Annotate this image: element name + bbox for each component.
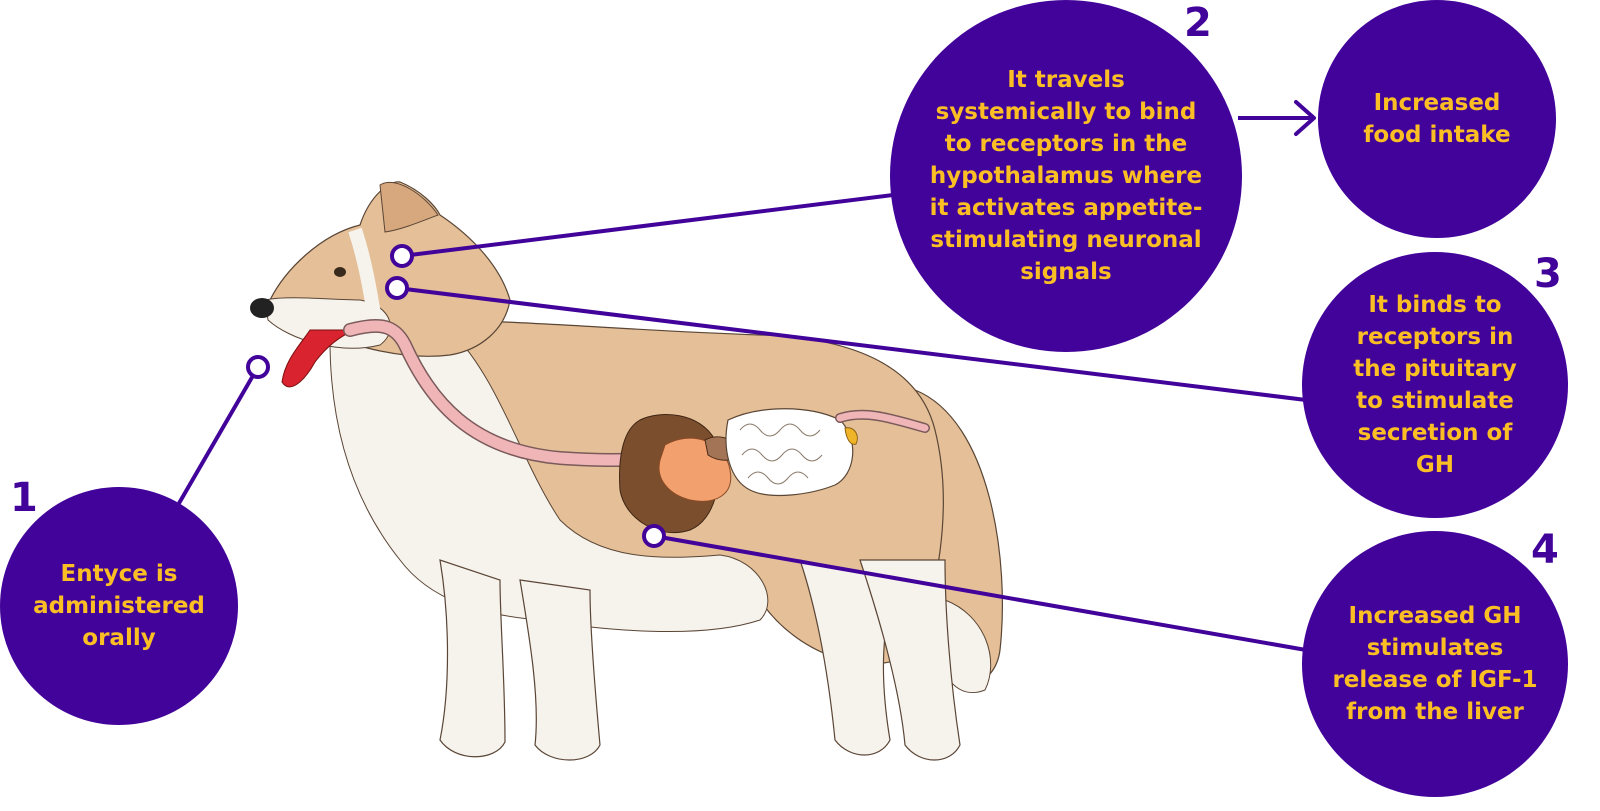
outcome-bubble: Increased food intake [1318, 0, 1556, 238]
step-3-number: 3 [1534, 251, 1562, 297]
step-1-number: 1 [10, 475, 38, 521]
step-4-bubble: Increased GH stimulates release of IGF-1… [1302, 531, 1568, 797]
step-2-number: 2 [1184, 0, 1212, 46]
step-3-text: It binds to receptors in the pituitary t… [1353, 292, 1517, 478]
connector-4 [653, 534, 1307, 652]
connector-3 [396, 286, 1307, 402]
step-1-bubble: Entyce is administered orally [0, 487, 238, 725]
step-4-number: 4 [1531, 527, 1559, 573]
marker-ring-icon [390, 244, 414, 268]
step-3-bubble: It binds to receptors in the pituitary t… [1302, 252, 1568, 518]
step-2-bubble: It travels systemically to bind to recep… [890, 0, 1242, 352]
marker-ring-icon [385, 276, 409, 300]
connector-1 [176, 365, 260, 507]
connector-2 [401, 193, 894, 258]
step-1-text: Entyce is administered orally [33, 561, 205, 651]
marker-ring-icon [642, 524, 666, 548]
step-4-text: Increased GH stimulates release of IGF-1… [1332, 603, 1538, 725]
outcome-text: Increased food intake [1363, 90, 1511, 148]
marker-ring-icon [246, 355, 270, 379]
step-2-text: It travels systemically to bind to recep… [929, 67, 1203, 285]
